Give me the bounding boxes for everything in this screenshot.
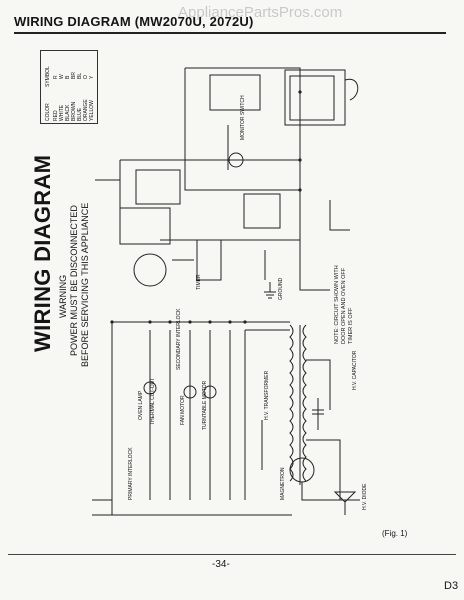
component-label: PRIMARY INTERLOCK bbox=[128, 447, 134, 500]
component-label: MONITOR SWITCH bbox=[240, 95, 246, 140]
watermark: AppliancePartsPros.com bbox=[178, 4, 343, 21]
color-legend: COLOR SYMBOL RED R WHITE W BLACK B BROWN… bbox=[40, 50, 98, 124]
corner-mark: D3 bbox=[444, 580, 459, 592]
page-title: WIRING DIAGRAM (MW2070U, 2072U) bbox=[14, 14, 254, 29]
top-rule bbox=[14, 32, 446, 34]
component-label: TIMER bbox=[196, 274, 202, 290]
page-number: -34- bbox=[212, 559, 230, 570]
component-label: GROUND bbox=[278, 277, 284, 300]
component-label: FAN MOTOR bbox=[180, 395, 186, 425]
component-label: MAGNETRON bbox=[280, 467, 286, 501]
component-label: SECONDARY INTERLOCK bbox=[176, 308, 182, 371]
component-label: OVEN LAMP bbox=[138, 390, 144, 420]
component-label: H.V. TRANSFORMER bbox=[264, 370, 270, 420]
figure-label: (Fig. 1) bbox=[382, 529, 408, 538]
component-label: H.V. DIODE bbox=[362, 483, 368, 511]
component-label: H.V. CAPACITOR bbox=[352, 350, 358, 390]
bottom-rule bbox=[8, 554, 456, 555]
component-label: THERMAL CUT-OUT bbox=[150, 377, 156, 425]
component-label: TURNTABLE MOTOR bbox=[202, 380, 208, 430]
